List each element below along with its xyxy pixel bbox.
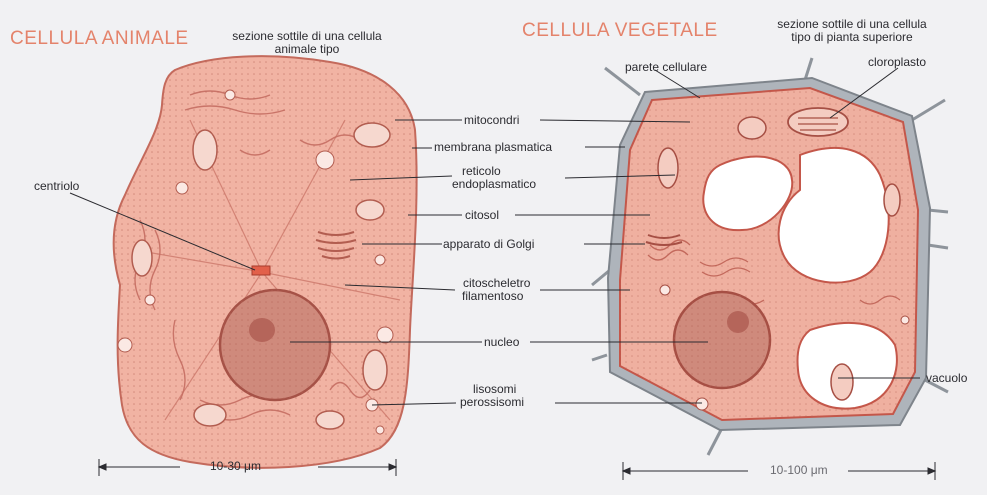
plant-scale-label: 10-100 μm — [770, 464, 828, 477]
animal-cell — [114, 56, 417, 468]
animal-subtitle-line2: animale tipo — [212, 43, 402, 56]
animal-scale-label: 10-30 μm — [210, 460, 261, 473]
label-endoplasmatico: endoplasmatico — [452, 178, 536, 191]
label-mitocondri: mitocondri — [464, 114, 519, 127]
label-centriolo: centriolo — [34, 180, 79, 193]
centriole-shape — [252, 266, 270, 275]
label-perossisomi: perossisomi — [460, 396, 524, 409]
label-membrana-plasmatica: membrana plasmatica — [434, 141, 552, 154]
label-nucleo: nucleo — [484, 336, 519, 349]
label-cloroplasto: cloroplasto — [868, 56, 926, 69]
label-citosol: citosol — [465, 209, 499, 222]
label-parete-cellulare: parete cellulare — [625, 61, 707, 74]
plant-cell — [592, 58, 948, 455]
animal-nucleus — [220, 290, 330, 400]
label-apparato-golgi: apparato di Golgi — [443, 238, 534, 251]
animal-title: CELLULA ANIMALE — [10, 28, 189, 50]
plant-nucleus — [674, 292, 770, 388]
animal-subtitle: sezione sottile di una cellula animale t… — [212, 30, 402, 56]
plant-subtitle-line2: tipo di pianta superiore — [752, 31, 952, 44]
plant-title: CELLULA VEGETALE — [522, 20, 718, 42]
plant-subtitle: sezione sottile di una cellula tipo di p… — [752, 18, 952, 44]
label-filamentoso: filamentoso — [462, 290, 523, 303]
label-vacuolo: vacuolo — [926, 372, 967, 385]
